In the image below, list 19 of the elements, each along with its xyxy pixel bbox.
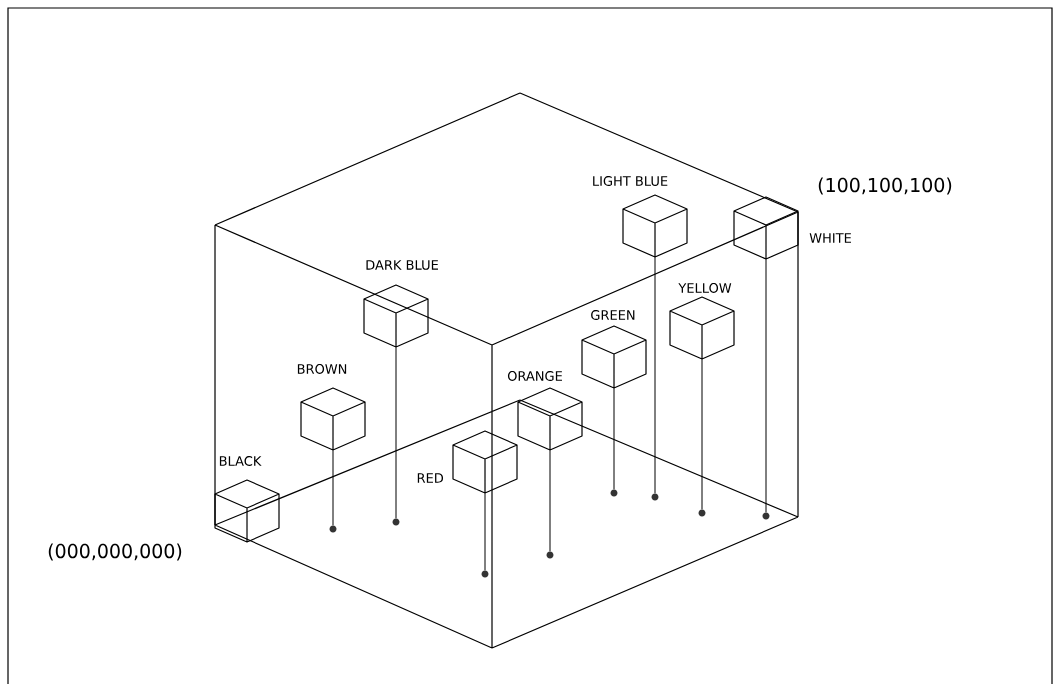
drop-line (613, 387, 615, 490)
color-label: ORANGE (507, 371, 562, 381)
color-label: WHITE (809, 233, 851, 243)
color-label: GREEN (591, 310, 635, 320)
drop-line (332, 449, 334, 526)
drop-line (549, 449, 551, 552)
drop-line (765, 258, 767, 513)
drop-line (484, 492, 486, 571)
drop-line (395, 346, 397, 519)
coordinate-label: (100,100,100) (818, 177, 952, 195)
color-label: BLACK (219, 456, 262, 466)
drop-line (654, 256, 656, 494)
color-label: RED (417, 473, 444, 483)
color-label: LIGHT BLUE (593, 176, 668, 186)
color-label: BROWN (297, 364, 347, 374)
coordinate-label: (000,000,000) (48, 543, 182, 561)
drop-line (701, 358, 703, 510)
color-label: YELLOW (678, 283, 732, 293)
color-label: DARK BLUE (366, 260, 438, 270)
